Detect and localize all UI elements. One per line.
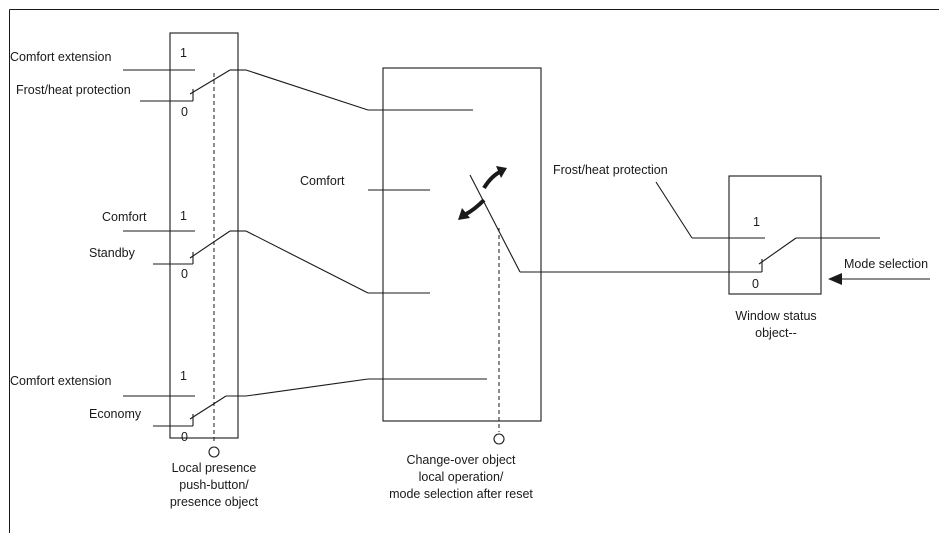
left-top-value-1: 1	[180, 46, 187, 60]
left-top-diagonal	[245, 69, 369, 111]
center-actuator-circle	[493, 433, 505, 445]
left-middle-switch	[123, 230, 430, 294]
left-top-lower-label: Frost/heat protection	[16, 83, 131, 97]
center-caption-line-3: mode selection after reset	[389, 487, 533, 501]
left-actuator-circle	[208, 446, 220, 458]
left-top-switch	[123, 69, 473, 111]
left-mid-value-1: 1	[180, 209, 187, 223]
left-mid-diagonal	[245, 230, 369, 294]
left-bot-lower-label: Economy	[89, 407, 142, 421]
left-mid-lower-label: Standby	[89, 246, 136, 260]
center-switch-box	[382, 67, 542, 422]
left-caption-line-2: push-button/	[179, 478, 249, 492]
right-lever	[758, 237, 797, 265]
left-mid-upper-label: Comfort	[102, 210, 147, 224]
left-switch-box	[169, 32, 239, 439]
left-top-value-0: 0	[181, 105, 188, 119]
left-bot-value-0: 0	[181, 430, 188, 444]
center-caption-line-1: Change-over object	[406, 453, 516, 467]
mode-selection-label: Mode selection	[844, 257, 928, 271]
left-bottom-switch	[123, 378, 487, 427]
center-caption-line-2: local operation/	[419, 470, 504, 484]
left-mid-value-0: 0	[181, 267, 188, 281]
left-bot-diagonal	[245, 378, 369, 397]
rotate-counterclockwise-arrow-icon	[458, 198, 486, 220]
right-value-0: 0	[752, 277, 759, 291]
left-mid-lever	[189, 230, 231, 259]
right-input-label: Frost/heat protection	[553, 163, 668, 177]
left-top-lever	[189, 69, 231, 95]
center-rotary-lever	[469, 174, 521, 273]
right-input-diagonal	[655, 181, 693, 239]
right-caption-line-1: Window status	[735, 309, 816, 323]
left-caption-line-1: Local presence	[172, 461, 257, 475]
left-caption-line-3: presence object	[170, 495, 259, 509]
right-value-1: 1	[753, 215, 760, 229]
left-bot-lever	[189, 395, 227, 420]
mode-selection-arrow-icon	[828, 273, 930, 285]
right-caption-line-2: object--	[755, 326, 797, 340]
center-input-label: Comfort	[300, 174, 345, 188]
rotate-clockwise-arrow-icon	[482, 166, 507, 190]
left-bot-value-1: 1	[180, 369, 187, 383]
left-top-upper-label: Comfort extension	[10, 50, 111, 64]
left-bot-upper-label: Comfort extension	[10, 374, 111, 388]
right-switch-box	[728, 175, 822, 295]
